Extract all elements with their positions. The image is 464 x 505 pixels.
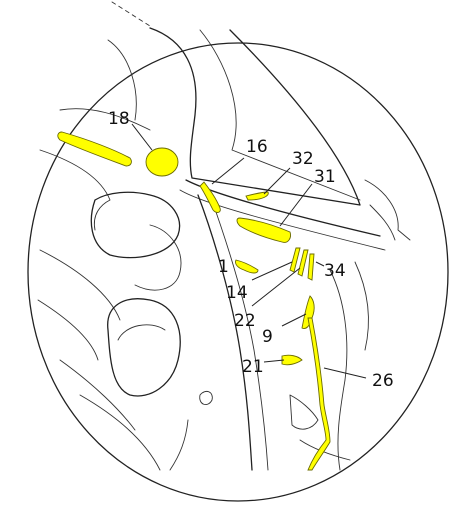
left-oval-mass (91, 192, 179, 257)
right-vertebra-body (290, 395, 318, 429)
lower-mass-inner (118, 325, 165, 340)
lower-left-contour-2 (60, 360, 135, 430)
structure-14-b (298, 250, 308, 276)
structure-18 (146, 148, 178, 176)
dashed-leader (112, 2, 150, 26)
label-34: 34 (324, 261, 346, 281)
label-32: 32 (292, 149, 314, 169)
upper-contour-left (108, 40, 136, 120)
lower-channel-edge (170, 420, 188, 470)
structure-26 (308, 318, 330, 470)
leader-34 (316, 262, 324, 266)
structure-31 (237, 218, 291, 242)
structure-1 (235, 260, 258, 273)
field-boundary (28, 43, 448, 501)
right-upper-process (365, 180, 410, 240)
label-14: 14 (226, 283, 248, 303)
structure-34 (308, 254, 314, 280)
leader-22 (252, 268, 300, 306)
right-vertebral-outer (355, 262, 368, 350)
structure-14-a (290, 248, 300, 272)
upper-contour-shelf (60, 109, 150, 130)
structure-21 (282, 355, 302, 365)
label-22: 22 (234, 311, 256, 331)
leader-32 (264, 168, 290, 194)
label-21: 21 (242, 357, 264, 377)
label-9: 9 (262, 327, 273, 347)
label-18: 18 (108, 109, 130, 129)
small-node (200, 391, 213, 404)
central-channel-right (210, 195, 268, 470)
leader-18 (132, 124, 152, 150)
left-lower-contour (38, 300, 98, 360)
structure-bar-left (58, 132, 132, 166)
label-1: 1 (218, 257, 229, 277)
lower-rounded-mass (108, 299, 180, 396)
central-channel-left (198, 195, 252, 470)
leader-21 (264, 360, 284, 362)
label-31: 31 (314, 167, 336, 187)
left-mass-edge (40, 150, 110, 230)
lower-left-contour (80, 395, 160, 470)
label-26: 26 (372, 371, 394, 391)
leader-31 (280, 184, 312, 226)
leader-16 (212, 158, 244, 184)
label-16: 16 (246, 137, 268, 157)
